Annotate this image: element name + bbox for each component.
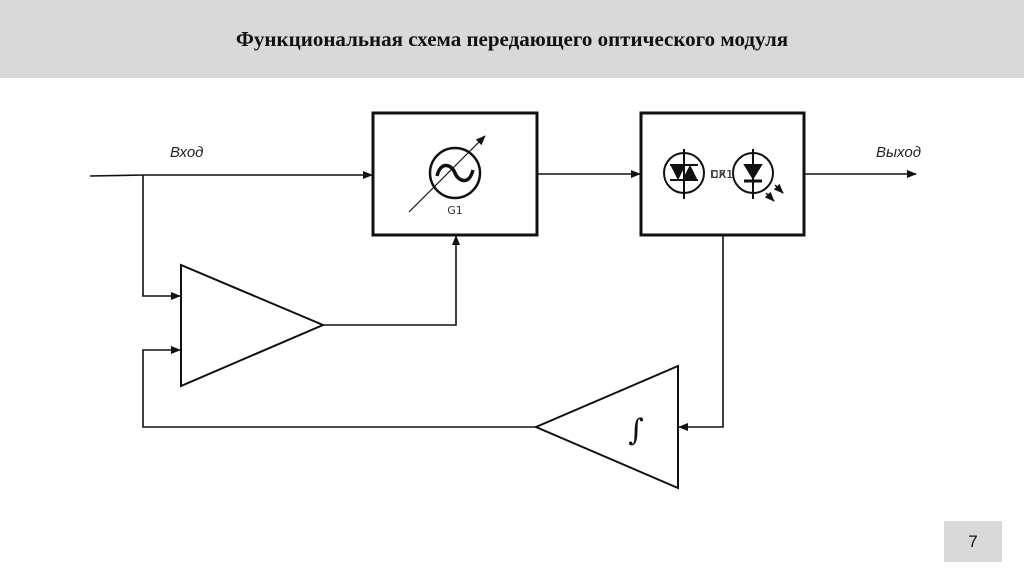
- generator-label: G1: [447, 204, 463, 217]
- integrator-output-wire: [142, 346, 536, 428]
- integrator-symbol: ∫: [628, 413, 644, 448]
- page-title: Функциональная схема передающего оптичес…: [235, 26, 789, 51]
- generator-icon: [408, 135, 486, 213]
- optocoupler-label-cr1: CR1: [711, 168, 733, 181]
- amplifier-to-generator-wire: [323, 235, 460, 326]
- output-label: Выход: [876, 144, 921, 161]
- header-bar: Функциональная схема передающего оптичес…: [0, 0, 1024, 78]
- optocoupler-block: [639, 111, 806, 237]
- integrator-triangle: [533, 364, 679, 490]
- input-label: Вход: [170, 144, 203, 161]
- thyristor-icon: [663, 149, 705, 199]
- optocoupler-label-dx1: DX1: [710, 168, 733, 181]
- amplifier-triangle: [180, 263, 326, 388]
- page-number: 7: [944, 521, 1002, 562]
- generator-block: [371, 111, 539, 237]
- input-branch-wire: [142, 175, 181, 300]
- feedback-wire: [678, 235, 724, 431]
- led-icon: [732, 149, 784, 202]
- input-wire: [89, 171, 373, 179]
